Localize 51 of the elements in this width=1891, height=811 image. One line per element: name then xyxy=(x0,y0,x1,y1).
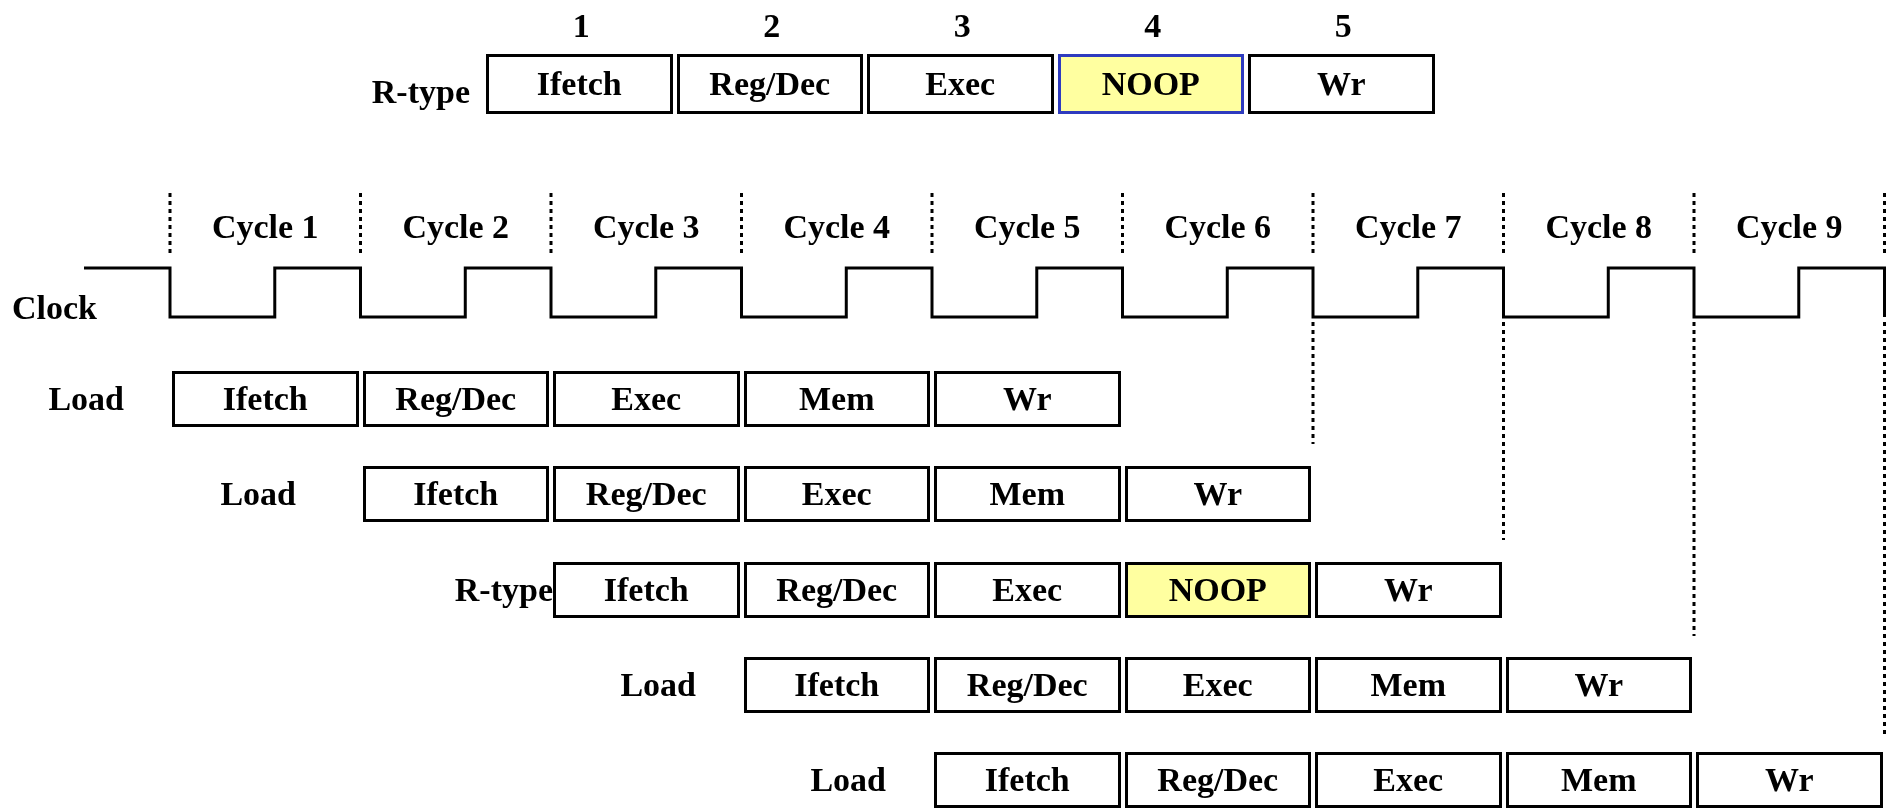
pipeline-stage: Reg/Dec xyxy=(362,371,549,427)
pipeline-stage: Exec xyxy=(553,371,740,427)
pipeline-stage: Wr xyxy=(934,371,1121,427)
pipeline-stage: NOOP xyxy=(1057,54,1244,114)
pipeline-stage: Wr xyxy=(1505,657,1692,713)
instruction-label: Load xyxy=(810,760,886,800)
cycle-label: Cycle 1 xyxy=(211,207,319,247)
stage-number: 2 xyxy=(763,6,781,46)
pipeline-stage: Exec xyxy=(867,54,1054,114)
pipeline-stage: Reg/Dec xyxy=(553,466,740,522)
cycle-label: Cycle 2 xyxy=(402,207,510,247)
cycle-label: Cycle 7 xyxy=(1354,207,1462,247)
cycle-label: Cycle 3 xyxy=(592,207,700,247)
pipeline-stage: Mem xyxy=(1505,752,1692,808)
stage-number: 5 xyxy=(1334,6,1352,46)
pipeline-stage: Mem xyxy=(743,371,930,427)
pipeline-stage: NOOP xyxy=(1124,562,1311,618)
pipeline-stage: Reg/Dec xyxy=(743,562,930,618)
cycle-label: Cycle 9 xyxy=(1735,207,1843,247)
pipeline-stage: Wr xyxy=(1248,54,1435,114)
pipeline-stage: Ifetch xyxy=(486,54,673,114)
pipeline-stage: Wr xyxy=(1696,752,1883,808)
pipeline-stage: Mem xyxy=(934,466,1121,522)
pipeline-stage: Exec xyxy=(934,562,1121,618)
pipeline-stage: Ifetch xyxy=(743,657,930,713)
pipeline-stage: Reg/Dec xyxy=(676,54,863,114)
pipeline-stage: Reg/Dec xyxy=(934,657,1121,713)
instruction-label: Load xyxy=(220,474,296,514)
pipeline-stage: Wr xyxy=(1124,466,1311,522)
pipeline-stage: Mem xyxy=(1315,657,1502,713)
pipeline-stage: Exec xyxy=(1124,657,1311,713)
pipeline-stage: Ifetch xyxy=(934,752,1121,808)
pipeline-stage: Exec xyxy=(1315,752,1502,808)
cycle-label: Cycle 6 xyxy=(1164,207,1272,247)
pipeline-stage: Ifetch xyxy=(172,371,359,427)
instruction-label: Load xyxy=(620,665,696,705)
instruction-label: Load xyxy=(48,379,124,419)
pipeline-stage: Reg/Dec xyxy=(1124,752,1311,808)
stage-number: 1 xyxy=(572,6,590,46)
stage-number: 3 xyxy=(953,6,971,46)
pipeline-stage: Ifetch xyxy=(362,466,549,522)
clock-label: Clock xyxy=(12,288,97,328)
stage-number: 4 xyxy=(1144,6,1162,46)
instruction-label: R-type xyxy=(371,72,470,112)
cycle-label: Cycle 5 xyxy=(973,207,1081,247)
pipeline-stage: Ifetch xyxy=(553,562,740,618)
pipeline-stage: Wr xyxy=(1315,562,1502,618)
instruction-label: R-type xyxy=(454,570,553,610)
cycle-label: Cycle 8 xyxy=(1545,207,1653,247)
cycle-label: Cycle 4 xyxy=(783,207,891,247)
pipeline-stage: Exec xyxy=(743,466,930,522)
